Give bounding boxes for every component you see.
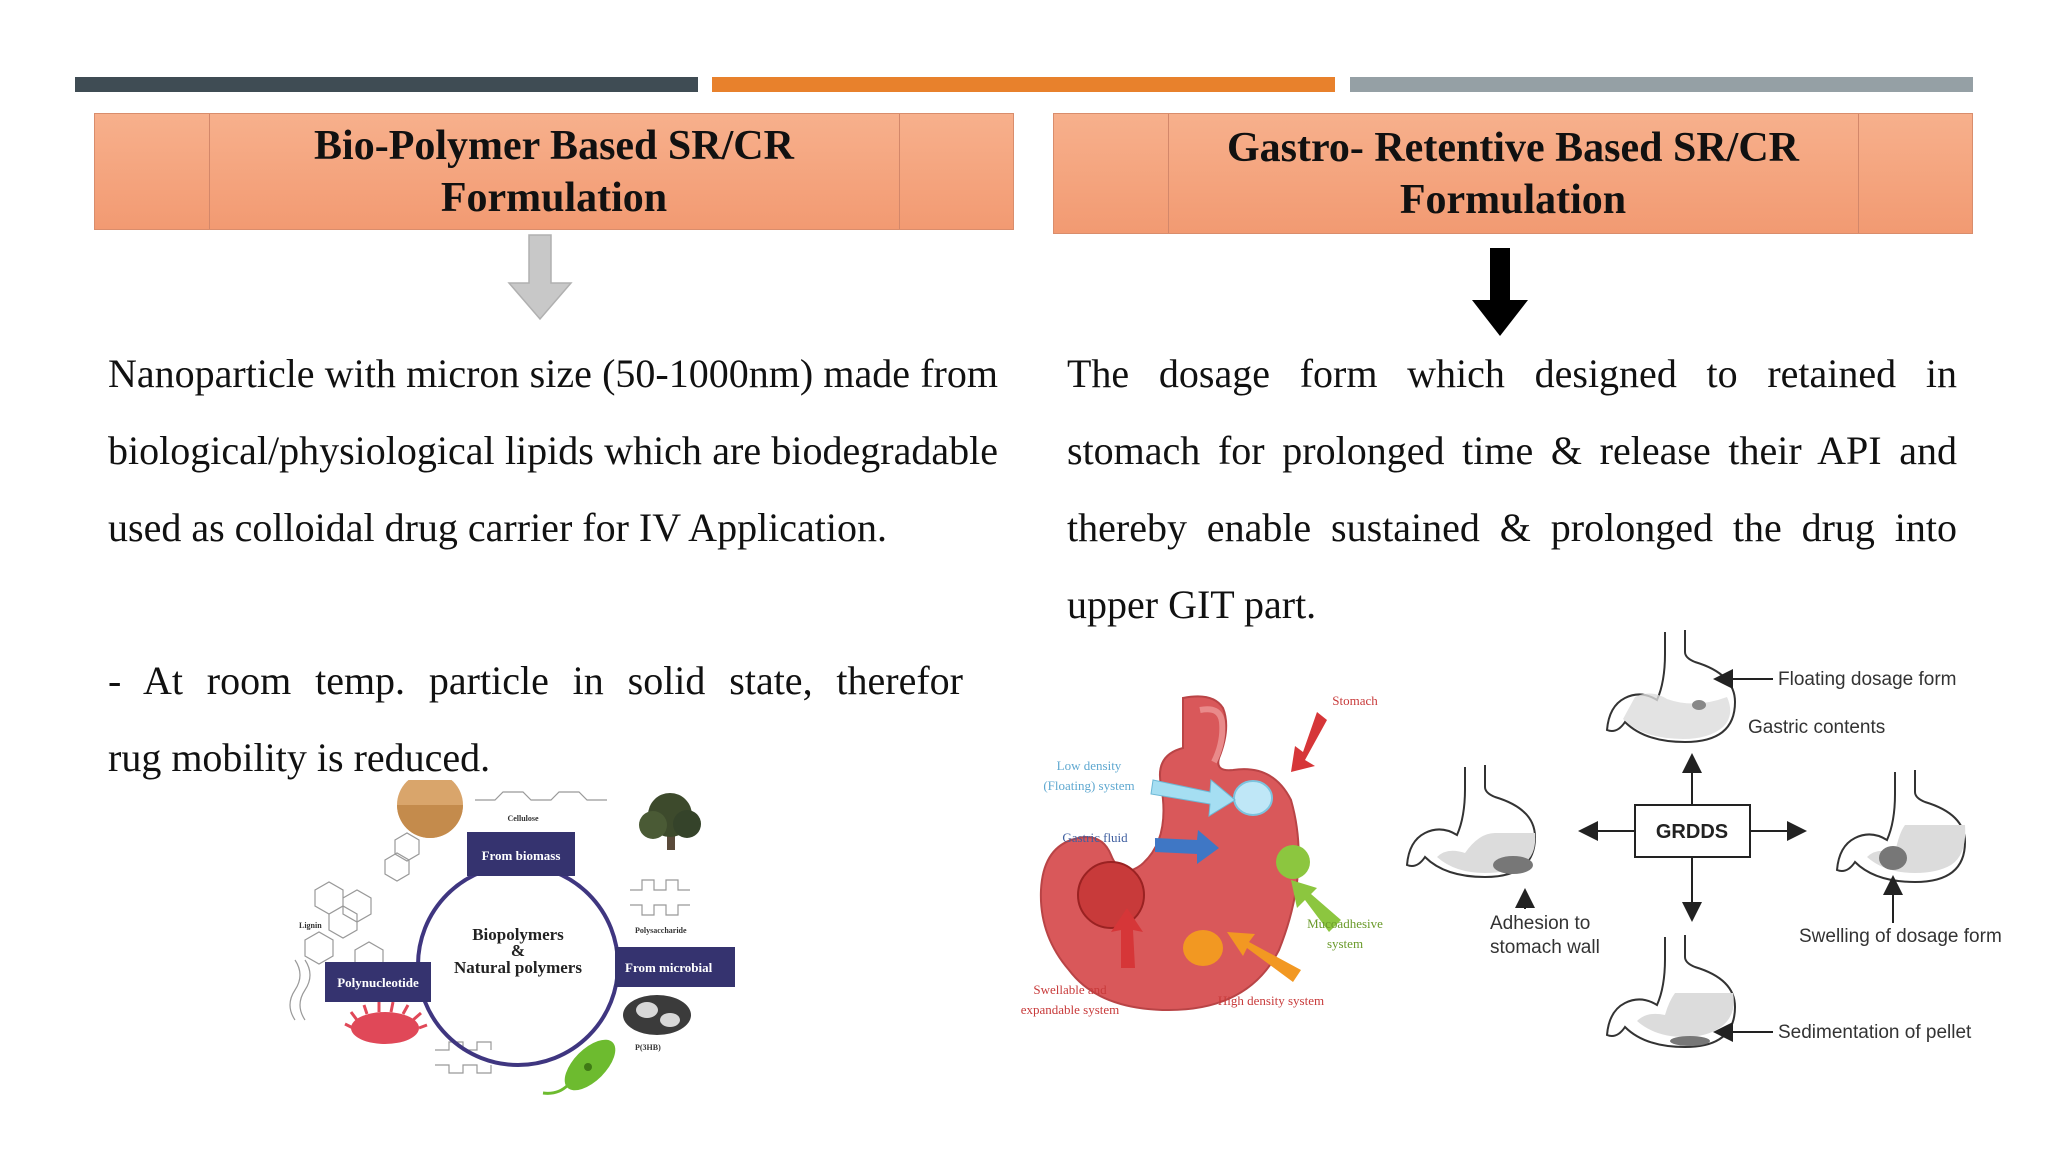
- lignin-label: Lignin: [299, 921, 322, 930]
- right-heading: Gastro- Retentive Based SR/CR Formulatio…: [1227, 122, 1799, 226]
- label-gastric-fluid: Gastric fluid: [1062, 830, 1128, 845]
- microbial-label: From microbial: [625, 960, 713, 975]
- center-line3: Natural polymers: [454, 958, 582, 977]
- label-stomach: Stomach: [1332, 693, 1378, 708]
- center-line1: Biopolymers: [472, 925, 564, 944]
- left-heading-box: Bio-Polymer Based SR/CR Formulation: [94, 113, 1014, 230]
- label-low-density-2: (Floating) system: [1043, 778, 1134, 793]
- label-arrows: [1515, 669, 1903, 1042]
- label-adhesion-2: stomach wall: [1490, 937, 1600, 958]
- floating-sphere: [1233, 780, 1273, 816]
- stomach-outline-bottom: [1605, 935, 1737, 1049]
- accent-bar-dark: [75, 77, 698, 92]
- left-note-line1: - At room temp. particle in solid state,…: [108, 658, 963, 703]
- right-heading-line1: Gastro- Retentive Based SR/CR: [1226, 124, 1799, 171]
- right-heading-line2: Formulation: [1399, 176, 1627, 223]
- biomass-box: [467, 832, 575, 876]
- mucoadhesive-sphere: [1276, 845, 1310, 879]
- stomach-outline-top: [1605, 630, 1737, 744]
- grdds-diagram: GRDDS Floating dosage form Gastric conte…: [1405, 630, 2002, 1049]
- stomach-figure: Stomach Low density (Floating) system Ga…: [1021, 693, 1383, 1017]
- polynucleotide-box: [325, 962, 431, 1002]
- right-description: The dosage form which designed to retain…: [1067, 351, 1957, 627]
- left-note-line2: rug mobility is reduced.: [108, 735, 491, 780]
- left-heading-line1: Bio-Polymer Based SR/CR: [314, 122, 794, 169]
- microbial-box: [615, 947, 735, 987]
- polysaccharide-label: Polysaccharide: [635, 926, 687, 935]
- red-organism-icon: [344, 1001, 428, 1044]
- biopolymer-figure: Biopolymers & Natural polymers From biom…: [289, 780, 735, 1095]
- center-line2: &: [511, 941, 525, 960]
- left-note: - At room temp. particle in solid state,…: [108, 642, 963, 796]
- label-gastric-contents: Gastric contents: [1748, 717, 1885, 738]
- label-high-density: High density system: [1218, 993, 1324, 1008]
- accent-bar-gray: [1350, 77, 1973, 92]
- polynucleotide-label: Polynucleotide: [337, 975, 419, 990]
- biomass-label: From biomass: [482, 848, 561, 863]
- grdds-connectors: [1578, 753, 1807, 922]
- swellable-sphere: [1077, 861, 1145, 929]
- phb-label: P(3HB): [635, 1043, 661, 1052]
- grdds-label: GRDDS: [1656, 821, 1728, 843]
- green-bacterium-icon: [542, 1039, 616, 1095]
- tree-icon: [639, 793, 701, 850]
- label-swelling: Swelling of dosage form: [1799, 926, 2002, 947]
- stomach-arrows: [1111, 712, 1341, 982]
- black-down-arrow-icon: [1472, 248, 1528, 336]
- label-adhesion-1: Adhesion to: [1490, 913, 1590, 934]
- cellulose-label: Cellulose: [507, 814, 539, 823]
- stomach-outline-left: [1405, 765, 1537, 879]
- label-mucoadhesive-2: system: [1327, 936, 1363, 951]
- accent-bar-orange: [712, 77, 1335, 92]
- label-floating: Floating dosage form: [1778, 669, 1957, 690]
- gray-down-arrow-icon: [507, 234, 573, 321]
- stomach-body: [1039, 695, 1300, 1012]
- stomach-outline-right: [1835, 770, 1967, 884]
- left-description: Nanoparticle with micron size (50-1000nm…: [108, 351, 998, 550]
- label-swellable-1: Swellable and: [1033, 982, 1107, 997]
- right-heading-box: Gastro- Retentive Based SR/CR Formulatio…: [1053, 113, 1973, 234]
- microbial-cells-icon: [623, 995, 691, 1035]
- label-sedimentation: Sedimentation of pellet: [1778, 1022, 1972, 1043]
- left-heading: Bio-Polymer Based SR/CR Formulation: [314, 120, 794, 224]
- left-heading-line2: Formulation: [440, 174, 668, 221]
- label-low-density-1: Low density: [1057, 758, 1122, 773]
- high-density-sphere: [1183, 930, 1223, 966]
- label-mucoadhesive-1: Mucoadhesive: [1307, 916, 1383, 931]
- label-swellable-2: expandable system: [1021, 1002, 1120, 1017]
